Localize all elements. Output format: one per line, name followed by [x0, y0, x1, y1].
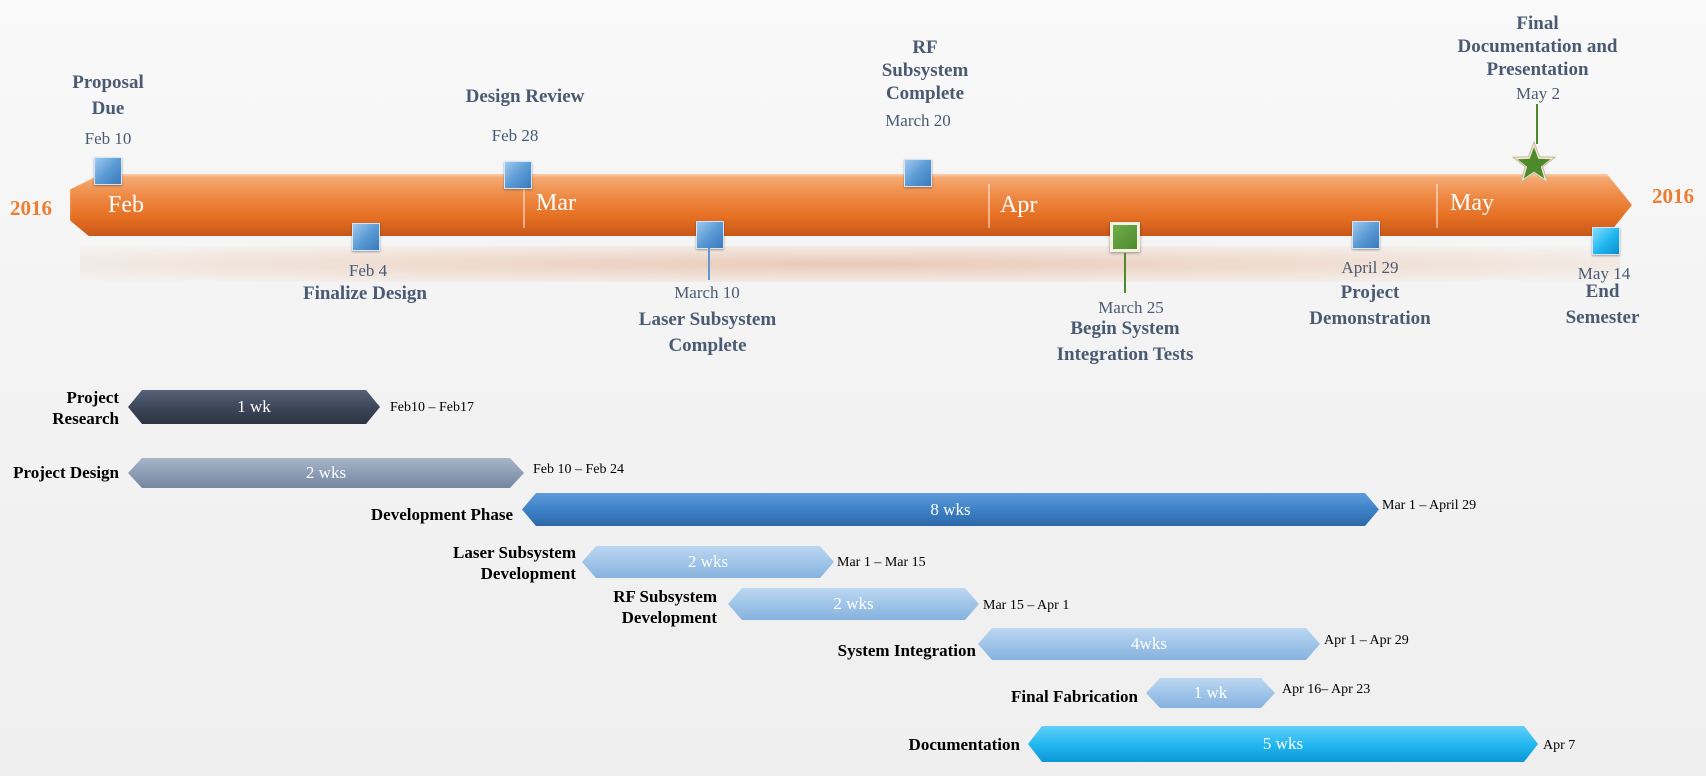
month-label-feb: Feb	[108, 192, 144, 218]
year-label-right: 2016	[1652, 184, 1694, 208]
task-dates-documentation: Apr 7	[1543, 738, 1576, 753]
milestone-title-design-review: Design Review	[465, 86, 585, 107]
milestone-title-rf-subsystem-complete: RF Subsystem Complete	[881, 37, 969, 104]
task-bar-project-design[interactable]: 2 wks	[128, 458, 524, 488]
milestone-date-end-semester: May 14	[1577, 264, 1631, 283]
milestone-date-design-review: Feb 28	[491, 126, 539, 145]
task-dates-project-research: Feb10 – Feb17	[390, 400, 474, 415]
milestone-title-laser-subsystem-complete: Laser Subsystem Complete	[638, 309, 777, 356]
milestone-marker-rf-subsystem-complete[interactable]	[904, 159, 932, 187]
task-label-final-fabrication: Final Fabrication	[1010, 687, 1138, 706]
task-dates-development-phase: Mar 1 – April 29	[1382, 498, 1477, 513]
timeline-band-shadow	[80, 246, 1620, 282]
task-bar-development-phase[interactable]: 8 wks	[522, 493, 1379, 526]
milestone-date-laser-subsystem-complete: March 10	[674, 283, 740, 302]
task-label-project-design: Project Design	[13, 463, 119, 482]
milestone-title-finalize-design: Finalize Design	[302, 283, 428, 304]
task-label-documentation: Documentation	[908, 735, 1020, 754]
task-bar-laser-subsystem-development[interactable]: 2 wks	[582, 546, 834, 578]
task-label-rf-subsystem-development: RF Subsystem Development	[613, 587, 717, 627]
month-label-mar: Mar	[536, 190, 576, 216]
task-dates-final-fabrication: Apr 16– Apr 23	[1282, 682, 1371, 697]
task-label-laser-subsystem-development: Laser Subsystem Development	[453, 543, 576, 583]
milestone-title-end-semester: End Semester	[1565, 281, 1640, 328]
milestone-stem-begin-integration-tests	[1124, 253, 1126, 293]
task-dates-laser-subsystem-development: Mar 1 – Mar 15	[837, 555, 926, 570]
milestone-stem-laser-subsystem-complete	[708, 248, 710, 280]
milestone-title-project-demonstration: Project Demonstration	[1309, 282, 1431, 329]
milestone-marker-begin-integration-tests[interactable]	[1110, 222, 1140, 252]
milestone-marker-proposal-due[interactable]	[94, 157, 122, 185]
milestone-marker-finalize-design[interactable]	[352, 223, 380, 251]
milestone-date-final-documentation: May 2	[1516, 84, 1560, 103]
year-label-left: 2016	[10, 196, 52, 220]
task-dates-project-design: Feb 10 – Feb 24	[533, 462, 624, 477]
star-icon[interactable]	[1511, 140, 1557, 186]
task-label-development-phase: Development Phase	[370, 505, 513, 524]
milestone-title-final-documentation: Final Documentation and Presentation	[1457, 13, 1618, 80]
milestone-title-begin-integration-tests: Begin System Integration Tests	[1056, 318, 1194, 365]
milestone-date-project-demonstration: April 29	[1341, 258, 1399, 277]
task-dates-rf-subsystem-development: Mar 15 – Apr 1	[983, 598, 1070, 613]
task-bar-rf-subsystem-development[interactable]: 2 wks	[728, 588, 979, 620]
month-label-may: May	[1450, 190, 1494, 216]
milestone-title-proposal-due: Proposal Due	[72, 72, 144, 119]
month-divider-mar	[523, 184, 525, 228]
milestone-marker-laser-subsystem-complete[interactable]	[696, 221, 724, 249]
milestone-date-rf-subsystem-complete: March 20	[885, 111, 951, 130]
milestone-marker-end-semester[interactable]	[1592, 227, 1620, 255]
month-divider-apr	[988, 184, 990, 228]
month-label-apr: Apr	[1000, 192, 1038, 218]
task-bar-final-fabrication[interactable]: 1 wk	[1146, 678, 1275, 708]
milestone-date-begin-integration-tests: March 25	[1098, 298, 1164, 317]
milestone-date-proposal-due: Feb 10	[84, 129, 132, 148]
task-bar-documentation[interactable]: 5 wks	[1028, 726, 1538, 762]
task-dates-system-integration: Apr 1 – Apr 29	[1324, 633, 1409, 648]
task-label-system-integration: System Integration	[837, 641, 976, 660]
task-bar-project-research[interactable]: 1 wk	[128, 390, 380, 424]
milestone-marker-project-demonstration[interactable]	[1352, 221, 1380, 249]
milestone-marker-design-review[interactable]	[504, 161, 532, 189]
month-divider-may	[1436, 184, 1438, 228]
task-bar-system-integration[interactable]: 4wks	[978, 628, 1320, 660]
timeline-band	[70, 174, 1632, 236]
milestone-date-finalize-design: Feb 4	[348, 261, 388, 280]
task-label-project-research: Project Research	[52, 388, 119, 428]
milestone-stem-final-documentation	[1536, 104, 1538, 144]
